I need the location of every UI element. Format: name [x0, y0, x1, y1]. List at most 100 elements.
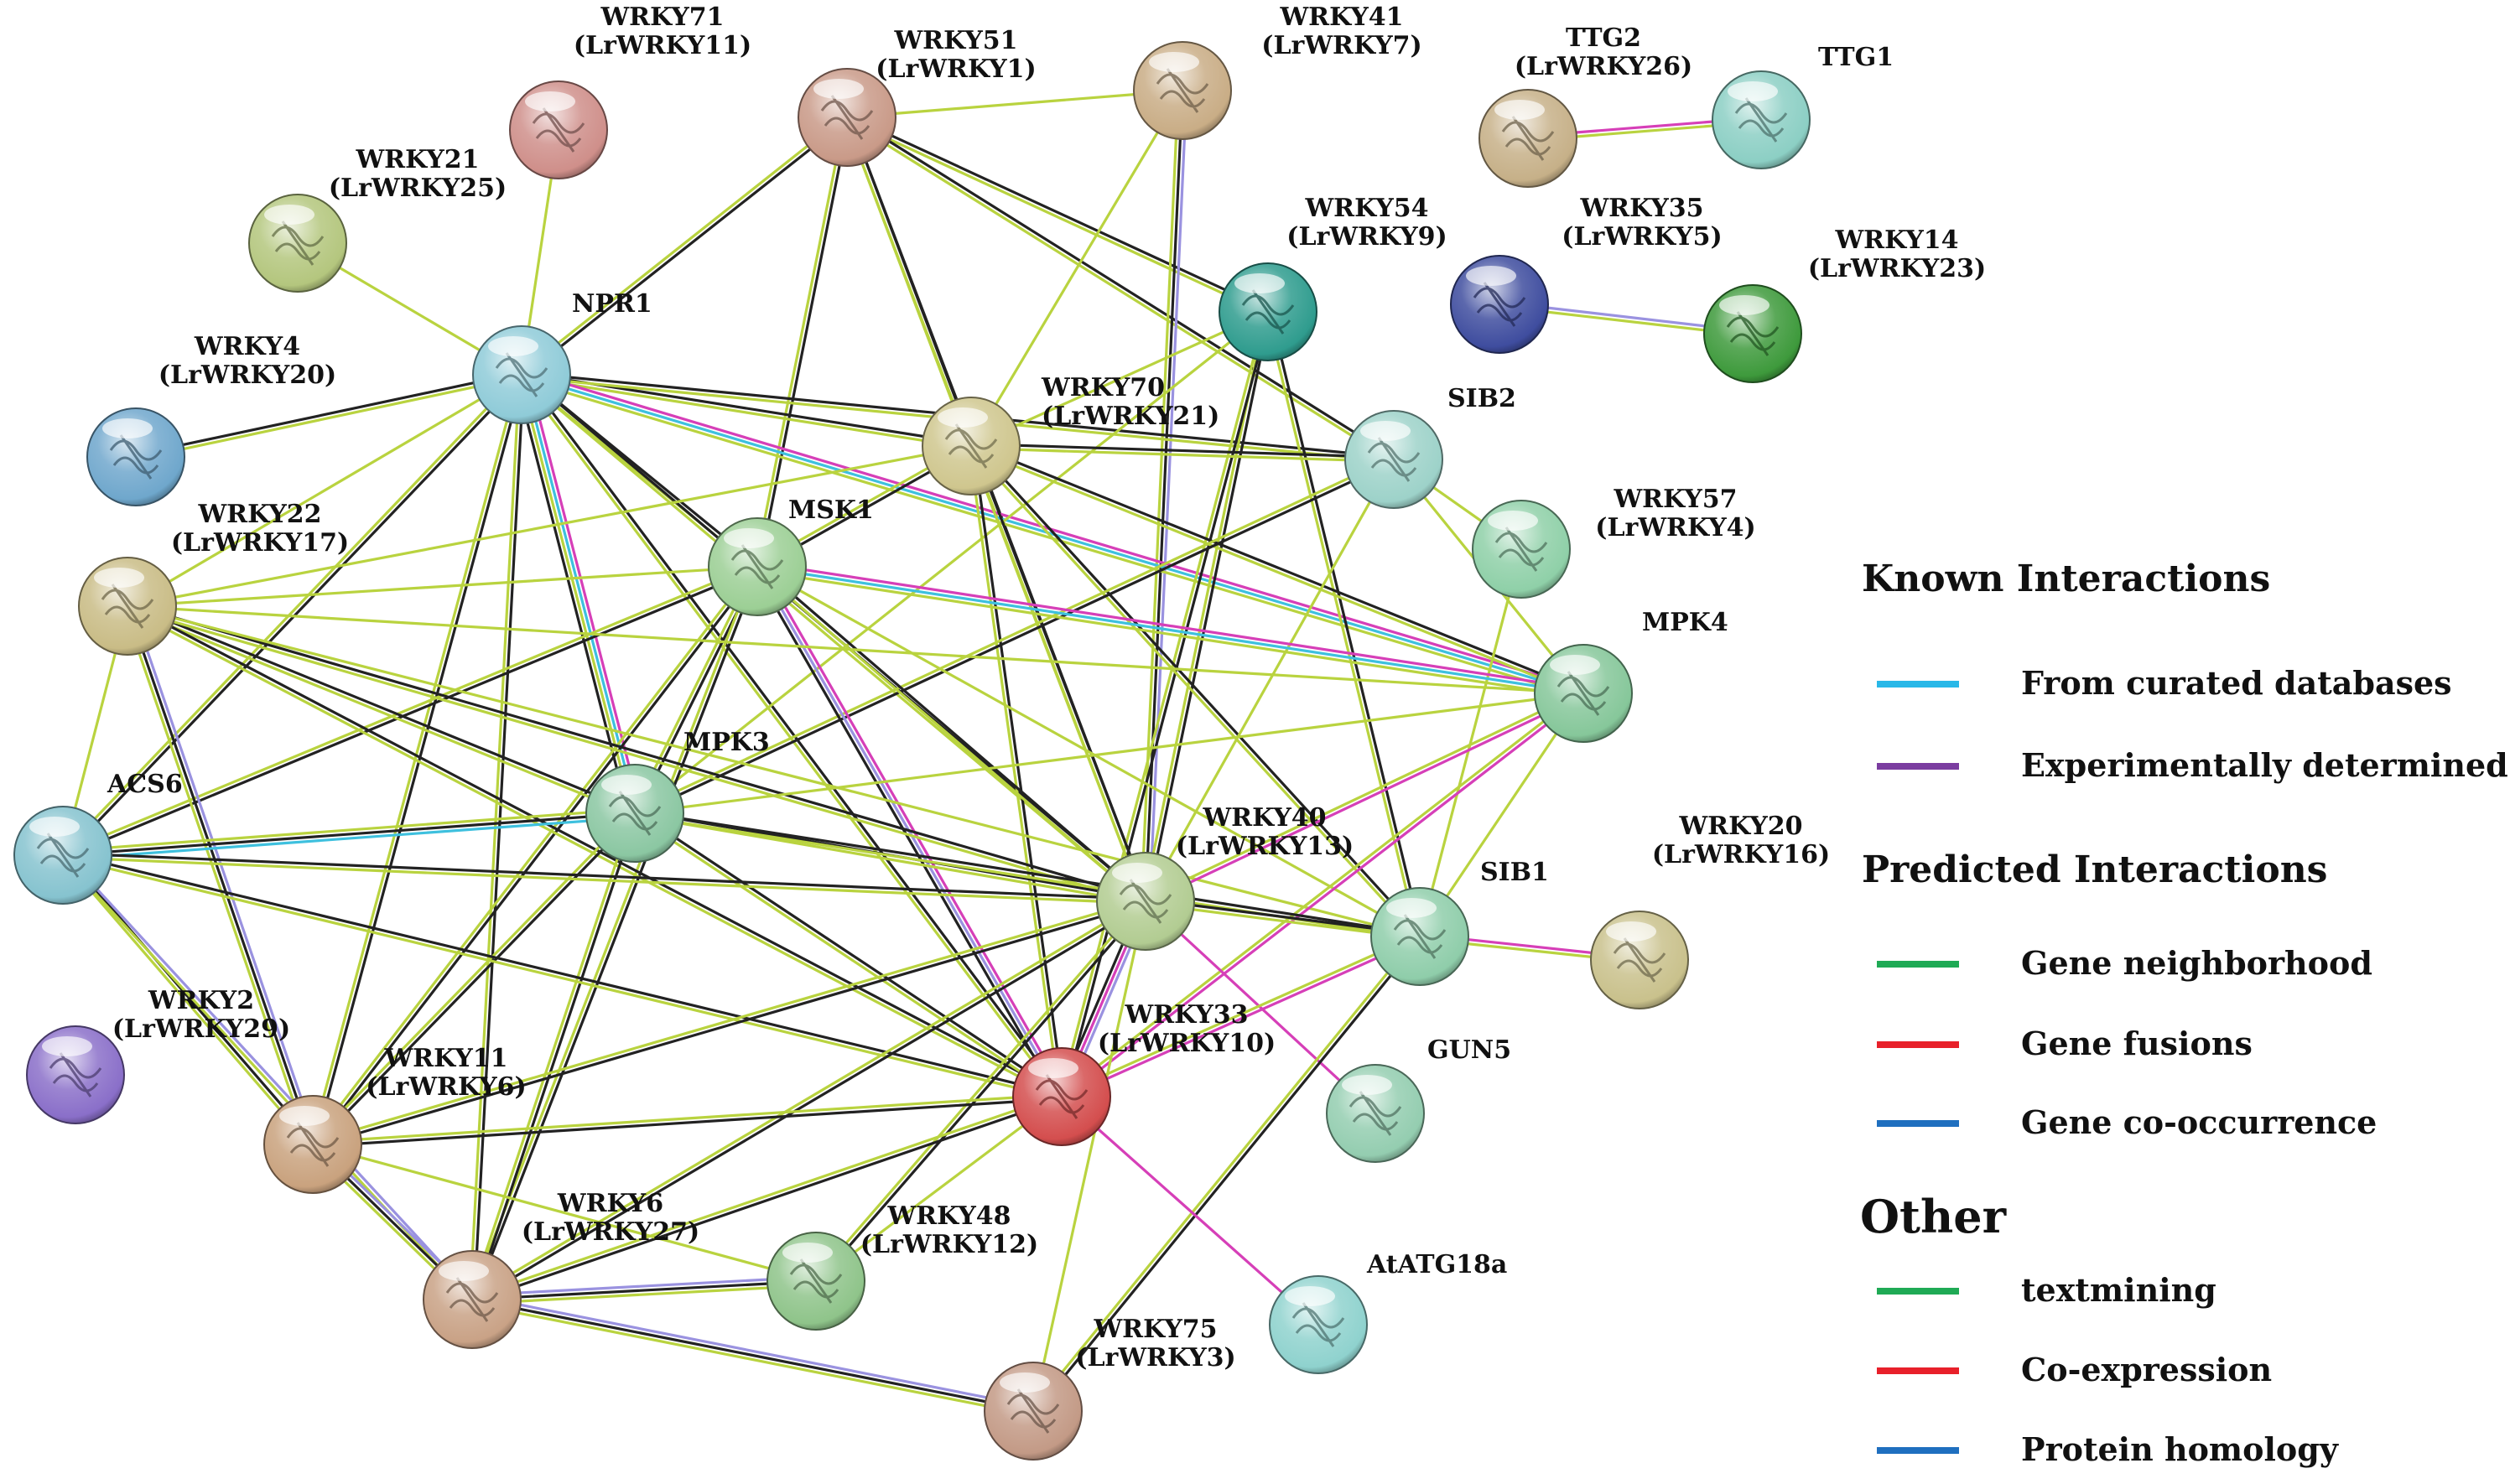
- node-MPK4[interactable]: [1534, 644, 1633, 743]
- node-highlight: [1000, 1372, 1050, 1393]
- node-WRKY22[interactable]: [78, 557, 177, 656]
- edge-line-yellow: [518, 375, 1146, 905]
- node-WRKY41[interactable]: [1133, 41, 1232, 140]
- edge-line-yellow: [632, 456, 1395, 813]
- legend-label: Co-expression: [2021, 1351, 2272, 1388]
- node-highlight: [1606, 921, 1656, 942]
- node-label-SIB2: SIB2: [1447, 384, 1516, 413]
- node-label-NPR1: NPR1: [572, 289, 652, 319]
- edge-line-black: [971, 443, 1423, 937]
- node-label-line: (LrWRKY1): [876, 54, 1036, 84]
- edge-line-black: [846, 114, 1396, 459]
- protein-structure-icon: [532, 107, 585, 153]
- edge-line-yellow: [60, 371, 522, 855]
- edge-line-black: [61, 851, 1147, 901]
- node-ACS6[interactable]: [13, 806, 112, 905]
- node-WRKY75[interactable]: [984, 1362, 1083, 1461]
- edge-line-black: [1268, 309, 1424, 938]
- node-highlight: [938, 407, 988, 428]
- node-GUN5[interactable]: [1326, 1064, 1425, 1163]
- node-WRKY54[interactable]: [1219, 262, 1317, 361]
- node-highlight: [102, 418, 153, 438]
- node-WRKY35[interactable]: [1450, 255, 1549, 354]
- node-label-line: (LrWRKY20): [158, 361, 336, 390]
- edge-WRKY57-SIB1: [1418, 547, 1523, 938]
- edge-line-pink: [1061, 693, 1587, 1100]
- legend-item-gene-co-occurrence: Gene co-occurrence: [1877, 1103, 2377, 1141]
- node-label-WRKY71: WRKY71(LrWRKY11): [574, 3, 751, 60]
- node-SIB1[interactable]: [1370, 887, 1469, 986]
- node-label-WRKY21: WRKY21(LrWRKY25): [329, 145, 507, 203]
- edge-MSK1-WRKY22: [126, 565, 759, 608]
- node-AtATG18a[interactable]: [1269, 1275, 1368, 1374]
- edge-line-yellow: [311, 1092, 1063, 1144]
- edge-WRKY70-WRKY33: [967, 444, 1066, 1098]
- node-label-line: (LrWRKY17): [171, 528, 349, 558]
- node-TTG1[interactable]: [1712, 70, 1811, 169]
- node-WRKY48[interactable]: [767, 1232, 865, 1331]
- node-WRKY11[interactable]: [263, 1095, 362, 1194]
- protein-structure-icon: [271, 221, 325, 266]
- node-label-line: WRKY48: [886, 1201, 1011, 1231]
- edge-WRKY22-SIB1: [126, 604, 1421, 938]
- edge-line-black: [63, 852, 316, 1144]
- protein-structure-icon: [101, 584, 154, 629]
- edge-line-yellow: [469, 564, 757, 1300]
- edge-WRKY70-SIB1: [968, 443, 1423, 940]
- node-MPK3[interactable]: [585, 764, 684, 863]
- node-MSK1[interactable]: [708, 517, 807, 616]
- edge-MSK1-WRKY11: [309, 563, 761, 1148]
- edge-line-pink: [1060, 1095, 1320, 1326]
- node-label-line: SIB2: [1447, 384, 1516, 413]
- node-label-WRKY33: WRKY33(LrWRKY10): [1098, 1000, 1276, 1058]
- node-WRKY70[interactable]: [922, 397, 1021, 496]
- edge-line-black: [470, 1279, 818, 1301]
- edge-line-black: [472, 812, 638, 1302]
- edge-line-yellow: [126, 444, 973, 608]
- legend-known-heading: Known Interactions: [1862, 558, 2270, 600]
- node-WRKY40[interactable]: [1096, 852, 1195, 951]
- node-label-line: WRKY54: [1304, 194, 1428, 223]
- edge-line-yellow: [969, 89, 1184, 448]
- node-WRKY20[interactable]: [1590, 911, 1689, 1009]
- node-WRKY6[interactable]: [423, 1250, 522, 1349]
- node-WRKY51[interactable]: [798, 68, 896, 167]
- node-SIB2[interactable]: [1344, 410, 1443, 509]
- node-highlight: [488, 336, 538, 356]
- protein-structure-icon: [1726, 311, 1780, 356]
- node-WRKY4[interactable]: [86, 407, 185, 506]
- node-highlight: [42, 1036, 92, 1056]
- node-WRKY71[interactable]: [509, 80, 608, 179]
- edge-line-yellow: [967, 444, 1062, 1098]
- node-label-line: WRKY22: [197, 500, 321, 529]
- edge-line-black: [311, 1097, 1063, 1149]
- edge-WRKY40-WRKY11: [310, 898, 1148, 1148]
- node-label-line: TTG1: [1818, 43, 1894, 72]
- node-WRKY2[interactable]: [26, 1025, 125, 1124]
- node-label-line: WRKY4: [194, 332, 300, 361]
- edge-line-black: [633, 809, 1421, 937]
- edge-MSK1-MPK4: [755, 561, 1586, 699]
- edge-WRKY41-WRKY70: [969, 89, 1184, 448]
- edge-line-black: [1144, 89, 1184, 903]
- node-TTG2[interactable]: [1478, 89, 1577, 188]
- edge-line-black: [61, 812, 637, 857]
- node-label-line: WRKY6: [557, 1189, 663, 1218]
- node-label-line: MPK3: [683, 728, 770, 757]
- legend: Known Interactions Predicted Interaction…: [1860, 558, 2508, 1468]
- node-highlight: [94, 568, 144, 588]
- node-label-WRKY41: WRKY41(LrWRKY7): [1261, 3, 1421, 60]
- node-WRKY33[interactable]: [1012, 1047, 1111, 1146]
- node-WRKY14[interactable]: [1703, 284, 1802, 383]
- edge-line-yellow: [126, 604, 1421, 938]
- edge-line-black: [313, 374, 526, 1147]
- node-WRKY21[interactable]: [248, 194, 347, 293]
- legend-item-protein-homology: Protein homology: [1877, 1430, 2339, 1468]
- node-NPR1[interactable]: [472, 325, 571, 424]
- protein-structure-icon: [944, 423, 998, 469]
- edge-line-yellow: [125, 606, 636, 817]
- node-WRKY57[interactable]: [1472, 500, 1571, 599]
- edge-line-cyan: [61, 816, 637, 861]
- edge-line-black: [126, 604, 314, 1146]
